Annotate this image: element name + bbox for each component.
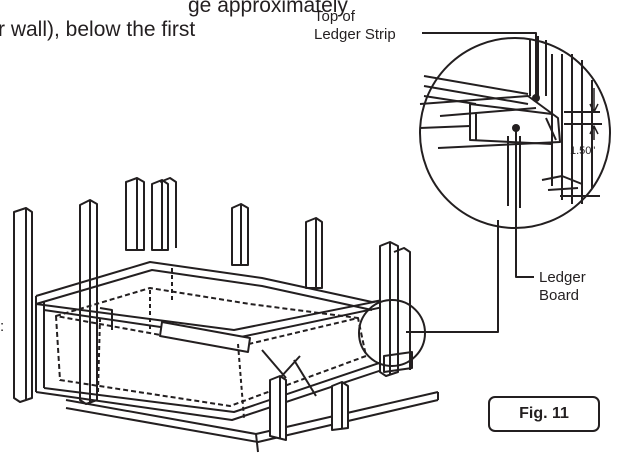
tub-frame [35, 261, 439, 453]
detail-connector-line [406, 220, 499, 333]
ledger-board-label-line-1: Ledger [539, 269, 586, 286]
ledger-board-dot [512, 124, 520, 132]
ledger-strip-dot [532, 94, 540, 102]
instruction-text-line-2: r wall), below the first [0, 18, 196, 41]
dimension-label: 1.50" [570, 145, 596, 157]
ledger-board-leader [515, 130, 534, 278]
figure-label: Fig. 11 [519, 405, 569, 422]
margin-char: : [0, 318, 5, 335]
top-ledger-strip-leader [422, 32, 537, 96]
left-posts [13, 177, 323, 405]
instruction-text-line-1: ge approximately [188, 0, 348, 17]
top-of-ledger-strip-label-line-2: Ledger Strip [314, 26, 396, 43]
ledger-board-label-line-2: Board [539, 287, 580, 304]
figure-label-box: Fig. 11 [488, 396, 600, 432]
top-of-ledger-strip-label-line-1: Top of [314, 8, 355, 25]
right-post [379, 241, 413, 377]
